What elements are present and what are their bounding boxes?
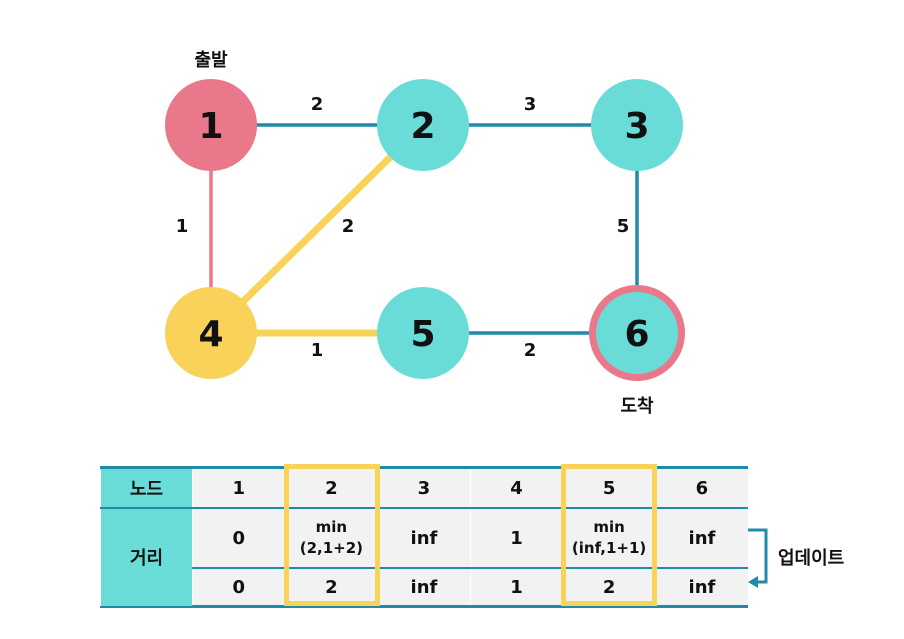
dist-before-2-line1: min <box>315 518 348 536</box>
node-6: 6 <box>589 285 685 381</box>
dist-after-6: inf <box>654 568 748 608</box>
dist-before-3: inf <box>377 508 471 569</box>
edge-weight-4-5: 1 <box>311 340 324 361</box>
start-label: 출발 <box>194 50 228 71</box>
dist-after-5: 2 <box>562 568 656 608</box>
node-1-circle <box>165 79 257 171</box>
distance-table: 노드 1 2 3 4 5 6 거리 0 min (2,1+2) inf 1 min… <box>100 466 748 608</box>
edge-weight-5-6: 2 <box>524 340 537 361</box>
node-1-label: 1 <box>198 106 223 147</box>
node-4-label: 4 <box>198 314 223 355</box>
node-2-circle <box>377 79 469 171</box>
edge-weight-1-2: 2 <box>311 94 324 115</box>
dist-after-4: 1 <box>469 568 563 608</box>
dist-before-6-line1: inf <box>688 527 716 549</box>
node-cell-4: 4 <box>469 466 563 509</box>
edge-weight-2-3: 3 <box>524 94 537 115</box>
dist-before-2: min (2,1+2) <box>284 508 378 569</box>
dist-before-4-line1: 1 <box>510 527 523 549</box>
node-3: 3 <box>591 79 683 171</box>
node-2-label: 2 <box>410 106 435 147</box>
node-3-circle <box>591 79 683 171</box>
dist-before-6: inf <box>654 508 748 569</box>
node-6-label: 6 <box>624 314 649 355</box>
update-arrow-icon <box>748 528 768 588</box>
node-cell-2: 2 <box>284 466 378 509</box>
node-cell-3: 3 <box>377 466 471 509</box>
dist-before-1: 0 <box>192 508 286 569</box>
dist-before-3-line1: inf <box>410 527 438 549</box>
node-5-label: 5 <box>410 314 435 355</box>
dist-before-5: min (inf,1+1) <box>562 508 656 569</box>
edge-4-2 <box>208 122 426 336</box>
end-label: 도착 <box>620 396 654 417</box>
node-header: 노드 <box>100 466 193 509</box>
edge-weight-3-6: 5 <box>617 216 630 237</box>
node-3-label: 3 <box>624 106 649 147</box>
dist-after-3: inf <box>377 568 471 608</box>
node-cell-1: 1 <box>192 466 286 509</box>
update-label: 업데이트 <box>778 548 845 569</box>
node-2: 2 <box>377 79 469 171</box>
dist-before-4: 1 <box>469 508 563 569</box>
node-4: 4 <box>165 287 257 379</box>
nodes-layer: 1 2 3 4 5 6 <box>165 79 685 381</box>
node-cell-6: 6 <box>654 466 748 509</box>
node-5-circle <box>377 287 469 379</box>
node-5: 5 <box>377 287 469 379</box>
edge-weight-1-4: 1 <box>176 216 189 237</box>
graph-diagram: 2 3 5 2 1 2 1 1 2 3 4 5 6 출발 도착 <box>165 50 685 417</box>
node-1: 1 <box>165 79 257 171</box>
node-4-circle <box>165 287 257 379</box>
dist-before-1-line1: 0 <box>232 527 246 549</box>
dist-before-2-line2: (2,1+2) <box>299 539 364 557</box>
edge-weights-layer: 2 3 5 2 1 2 1 <box>176 94 630 361</box>
node-6-circle <box>596 292 678 374</box>
dist-after-1: 0 <box>192 568 286 608</box>
edge-weight-4-2: 2 <box>342 216 355 237</box>
dist-before-5-line2: (inf,1+1) <box>571 539 647 557</box>
distance-header: 거리 <box>100 508 193 608</box>
distance-row-after: 0 2 inf 1 2 inf <box>101 568 748 608</box>
node-row: 노드 1 2 3 4 5 6 <box>100 466 748 509</box>
distance-row-before: 거리 0 min (2,1+2) inf 1 min (inf,1+1) inf <box>100 508 748 608</box>
dist-before-5-line1: min <box>593 518 625 536</box>
node-cell-5: 5 <box>562 466 656 509</box>
dist-after-2: 2 <box>284 568 378 608</box>
